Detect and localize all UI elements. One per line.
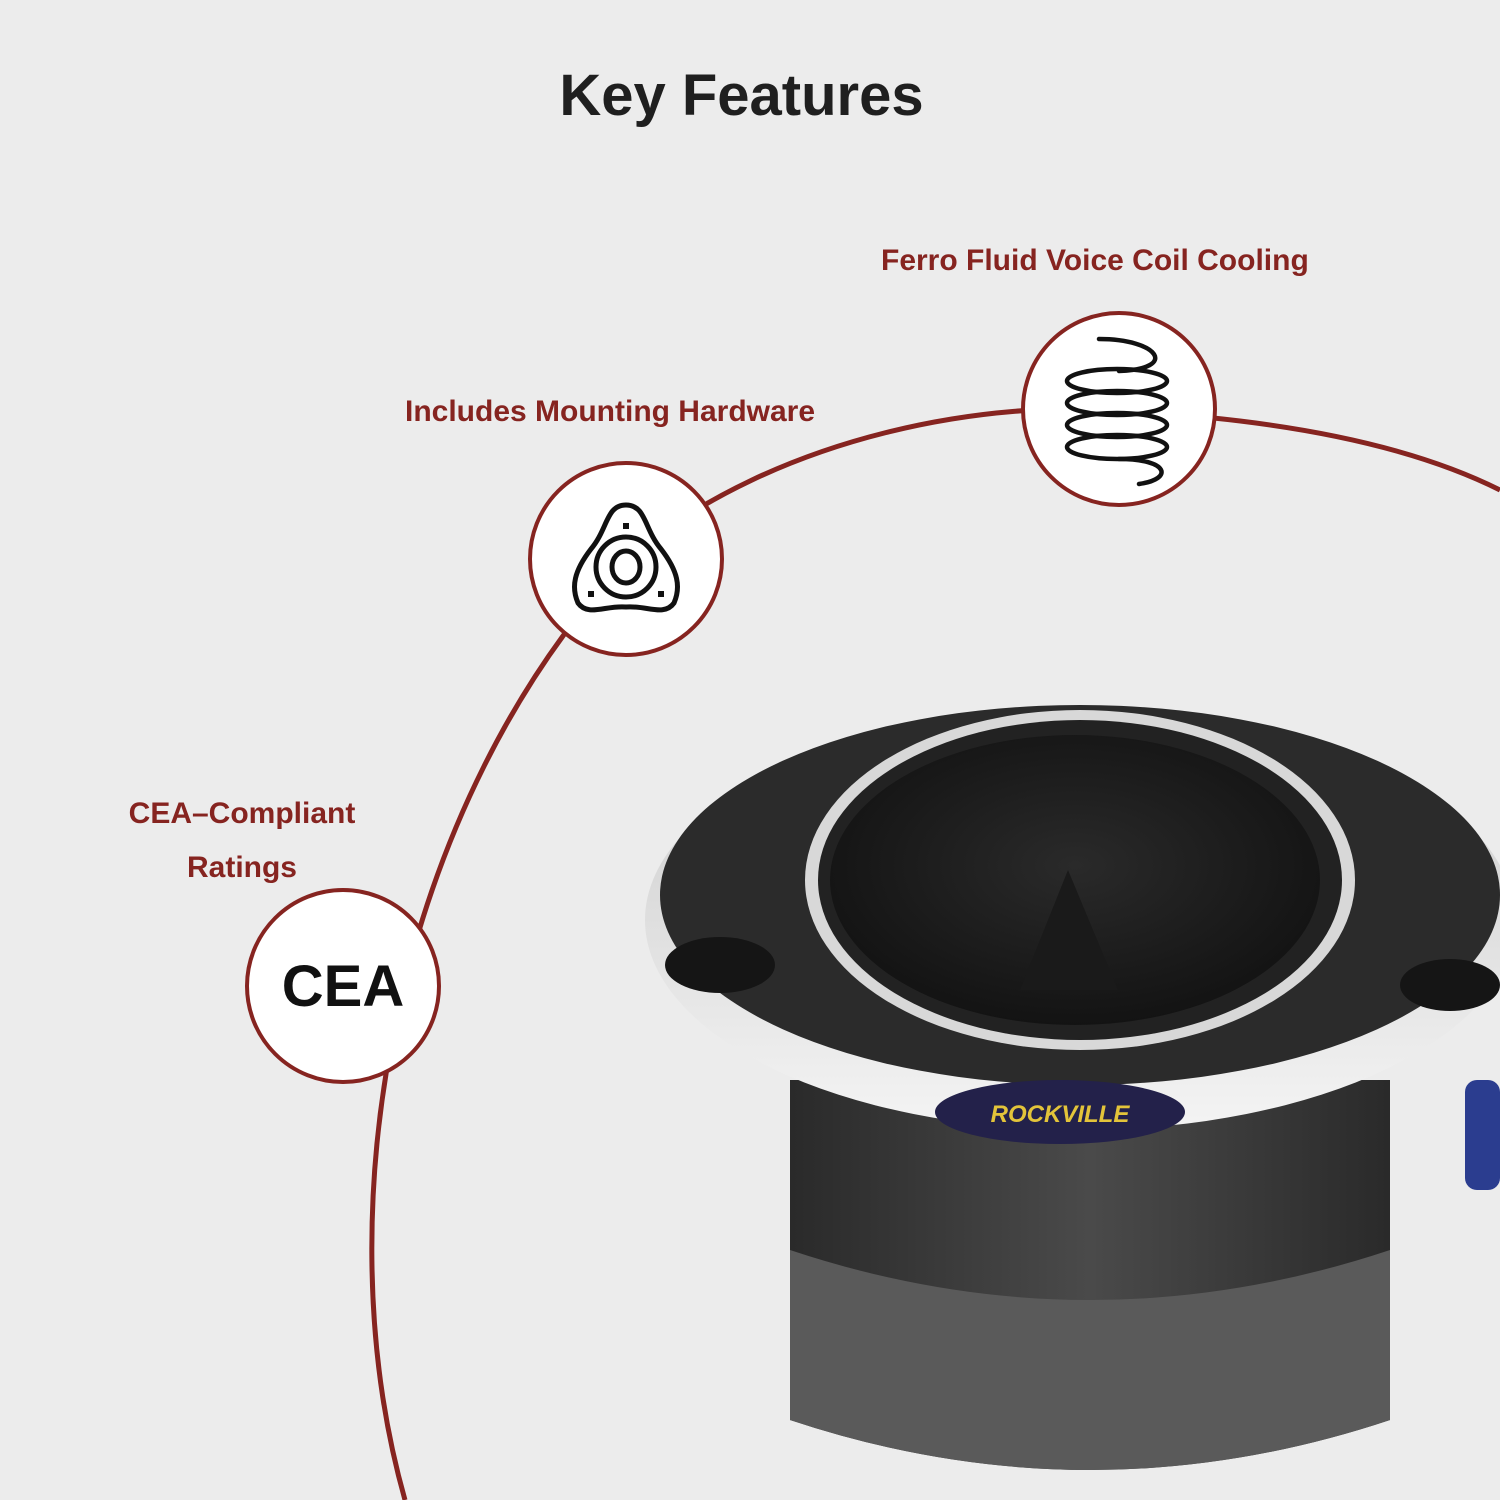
ferro-fluid-badge [1021, 311, 1217, 507]
brand-logo: ROCKVILLE [991, 1101, 1131, 1128]
feature-label-cea-line2: Ratings [186, 851, 297, 884]
feature-label-ferro-fluid: Ferro Fluid Voice Coil Cooling [881, 244, 1309, 277]
mounting-hardware-badge [528, 461, 724, 657]
feature-label-mounting-hardware: Includes Mounting Hardware [405, 395, 816, 428]
cea-badge: CEA [245, 888, 441, 1084]
mounting-plate-icon [572, 502, 680, 613]
coil-spring-icon [1064, 336, 1170, 487]
cea-icon-text: CEA [281, 953, 405, 1019]
feature-label-cea-line1: CEA–Compliant [128, 797, 356, 830]
page-title: Key Features [559, 63, 924, 128]
feature-label-cea: CEA–Compliant Ratings [122, 787, 362, 895]
